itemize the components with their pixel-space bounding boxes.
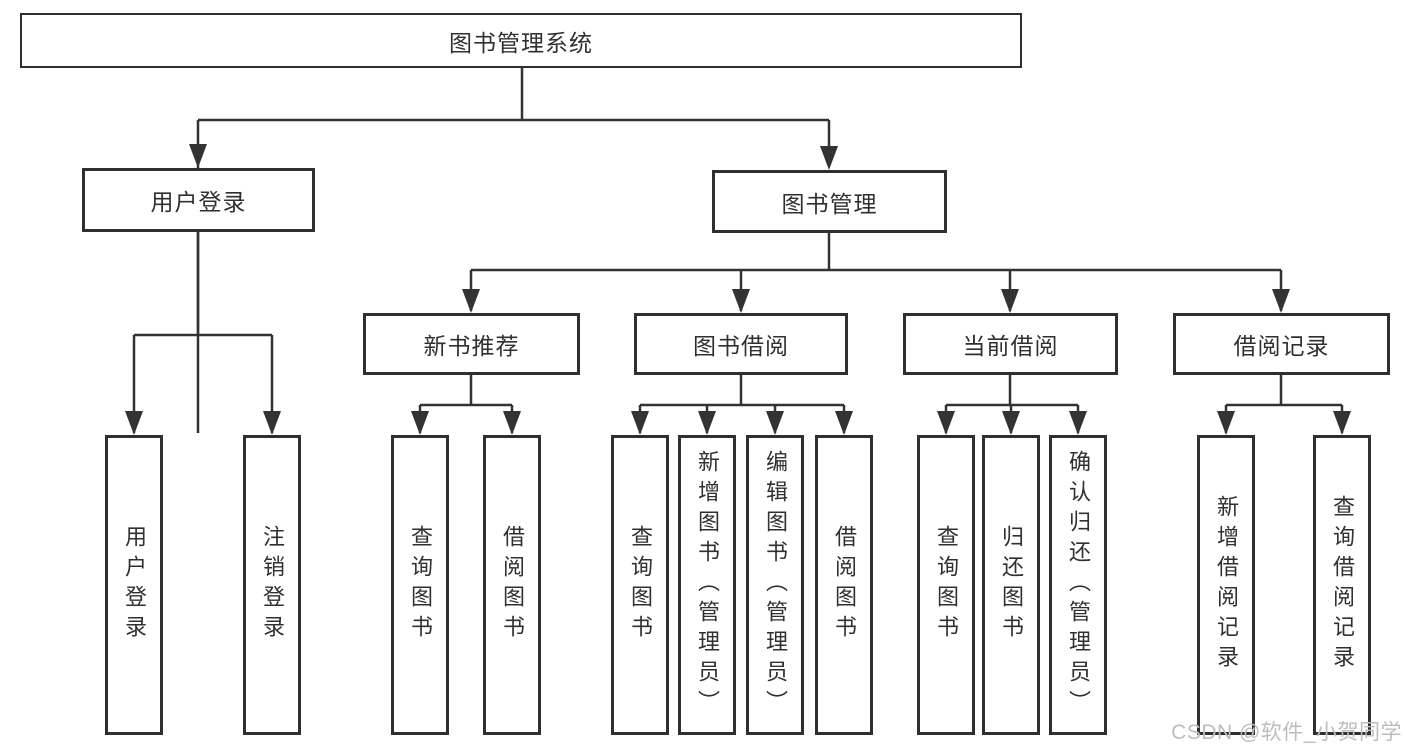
leaf-label: 确认归还（管理员） (1066, 450, 1091, 720)
leaf-borrow-books-recommend: 借阅图书 (483, 435, 541, 735)
leaf-edit-books-admin: 编辑图书（管理员） (746, 435, 804, 735)
leaf-add-borrow-record: 新增借阅记录 (1197, 435, 1255, 735)
watermark: CSDN @软件_小贺同学 (1171, 721, 1402, 744)
node-current-borrowing: 当前借阅 (903, 313, 1118, 375)
leaf-query-books-current: 查询图书 (917, 435, 975, 735)
leaf-label: 编辑图书（管理员） (763, 450, 788, 720)
node-borrowing-records: 借阅记录 (1173, 313, 1390, 375)
arrowheads (125, 144, 1351, 435)
leaf-return-books: 归还图书 (982, 435, 1040, 735)
leaf-label: 借阅图书 (832, 525, 857, 645)
leaf-label: 新增图书（管理员） (695, 450, 720, 720)
leaf-label: 查询图书 (408, 525, 433, 645)
leaf-label: 借阅图书 (500, 525, 525, 645)
leaf-label: 归还图书 (999, 525, 1024, 645)
node-new-book-recommendation: 新书推荐 (363, 313, 580, 375)
leaf-label: 查询借阅记录 (1330, 495, 1355, 675)
leaf-label: 用户登录 (122, 525, 147, 645)
node-label: 当前借阅 (962, 333, 1059, 359)
leaf-label: 查询图书 (628, 525, 653, 645)
leaf-add-books-admin: 新增图书（管理员） (678, 435, 736, 735)
node-label: 新书推荐 (423, 333, 520, 359)
node-label: 用户登录 (150, 189, 247, 215)
leaf-logout: 注销登录 (243, 435, 301, 735)
node-label: 借阅记录 (1233, 333, 1330, 359)
leaf-label: 注销登录 (260, 525, 285, 645)
leaf-query-books-recommend: 查询图书 (391, 435, 449, 735)
node-user-login: 用户登录 (82, 168, 315, 232)
leaf-label: 查询图书 (934, 525, 959, 645)
node-label: 图书管理系统 (449, 29, 593, 56)
leaf-label: 新增借阅记录 (1214, 495, 1239, 675)
leaf-confirm-return-admin: 确认归还（管理员） (1049, 435, 1107, 735)
node-book-management: 图书管理 (712, 170, 947, 233)
node-book-borrowing: 图书借阅 (634, 313, 848, 375)
node-library-management-system: 图书管理系统 (20, 13, 1022, 68)
node-label: 图书管理 (781, 190, 878, 217)
node-label: 图书借阅 (693, 333, 789, 359)
leaf-user-login: 用户登录 (105, 435, 163, 735)
leaf-borrow-books-borrowing: 借阅图书 (815, 435, 873, 735)
leaf-query-borrow-record: 查询借阅记录 (1313, 435, 1371, 735)
leaf-query-books-borrowing: 查询图书 (611, 435, 669, 735)
